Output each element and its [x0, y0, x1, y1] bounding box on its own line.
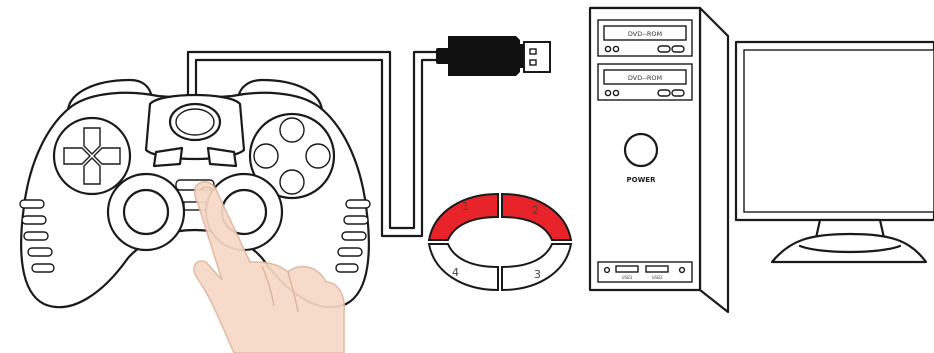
player-led-ring: 1 2 3 4 [429, 194, 571, 290]
ring-quadrant-3 [502, 244, 571, 290]
left-analog-stick[interactable] [124, 190, 168, 234]
select-button[interactable] [154, 148, 182, 166]
ring-quadrant-4 [429, 244, 498, 290]
action-button-bottom[interactable] [280, 170, 304, 194]
power-button[interactable] [625, 134, 657, 166]
action-button-left[interactable] [254, 144, 278, 168]
action-button-right[interactable] [306, 144, 330, 168]
usb-port-2-label: USB2 [652, 275, 663, 280]
start-button[interactable] [208, 148, 236, 166]
dvd-drive-2-label: DVD--ROM [628, 74, 662, 82]
monitor [736, 42, 934, 262]
pc-tower: DVD--ROM DVD--ROM POWER USB1 USB2 [590, 8, 728, 312]
usb-plug [436, 36, 550, 76]
ring-quadrant-2 [502, 194, 571, 240]
power-label: POWER [627, 176, 657, 184]
action-button-top[interactable] [280, 118, 304, 142]
monitor-screen [744, 50, 934, 212]
dvd-drive-1-label: DVD--ROM [628, 30, 662, 38]
dvd-drive-1-eject-button[interactable] [658, 46, 670, 52]
usb-port-1-label: USB1 [622, 275, 633, 280]
usb-port-2 [646, 266, 668, 272]
ring-number-4: 4 [452, 266, 459, 279]
usb-plug-connector [524, 42, 550, 72]
dvd-drive-2-eject-button[interactable] [658, 90, 670, 96]
usb-port-1 [616, 266, 638, 272]
ring-number-1: 1 [462, 200, 469, 213]
usb-plug-body [448, 36, 520, 76]
ring-number-2: 2 [532, 204, 539, 217]
ring-number-3: 3 [534, 268, 541, 281]
